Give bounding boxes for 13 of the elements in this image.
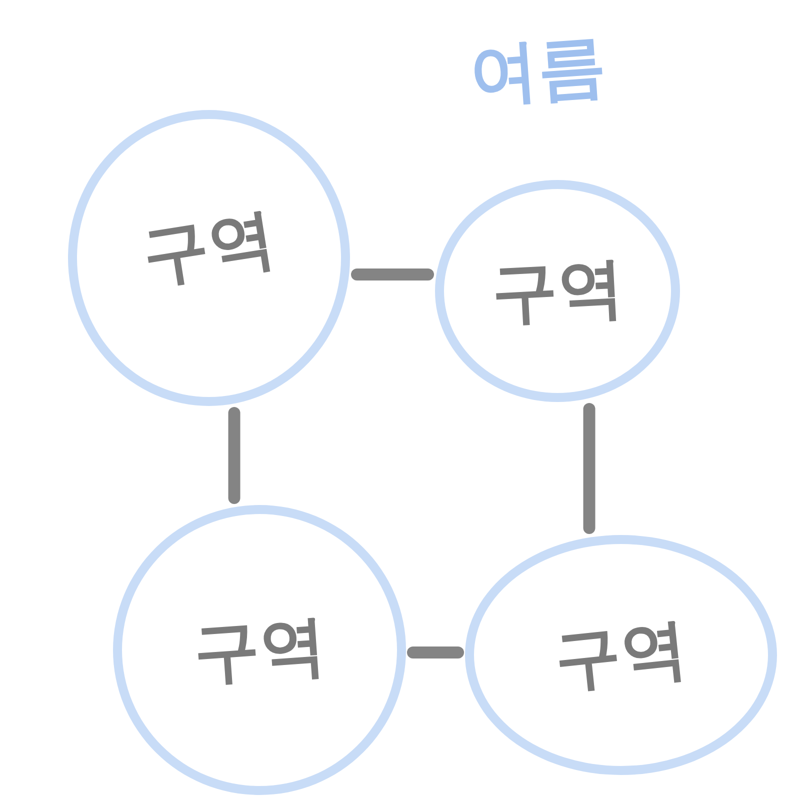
zone-circle (113, 505, 406, 795)
zone-circle (435, 180, 680, 402)
connector-line (407, 646, 464, 658)
node-label: 구역 (552, 612, 690, 698)
title: 여름 (467, 25, 609, 116)
node-label: 구역 (138, 202, 280, 294)
node-label: 구역 (191, 609, 328, 691)
node-label: 구역 (490, 251, 626, 331)
connector-line (351, 268, 434, 280)
connector-line (228, 407, 240, 504)
zone-circle (465, 535, 777, 775)
zone-circle (68, 110, 350, 406)
connector-line (583, 403, 596, 534)
